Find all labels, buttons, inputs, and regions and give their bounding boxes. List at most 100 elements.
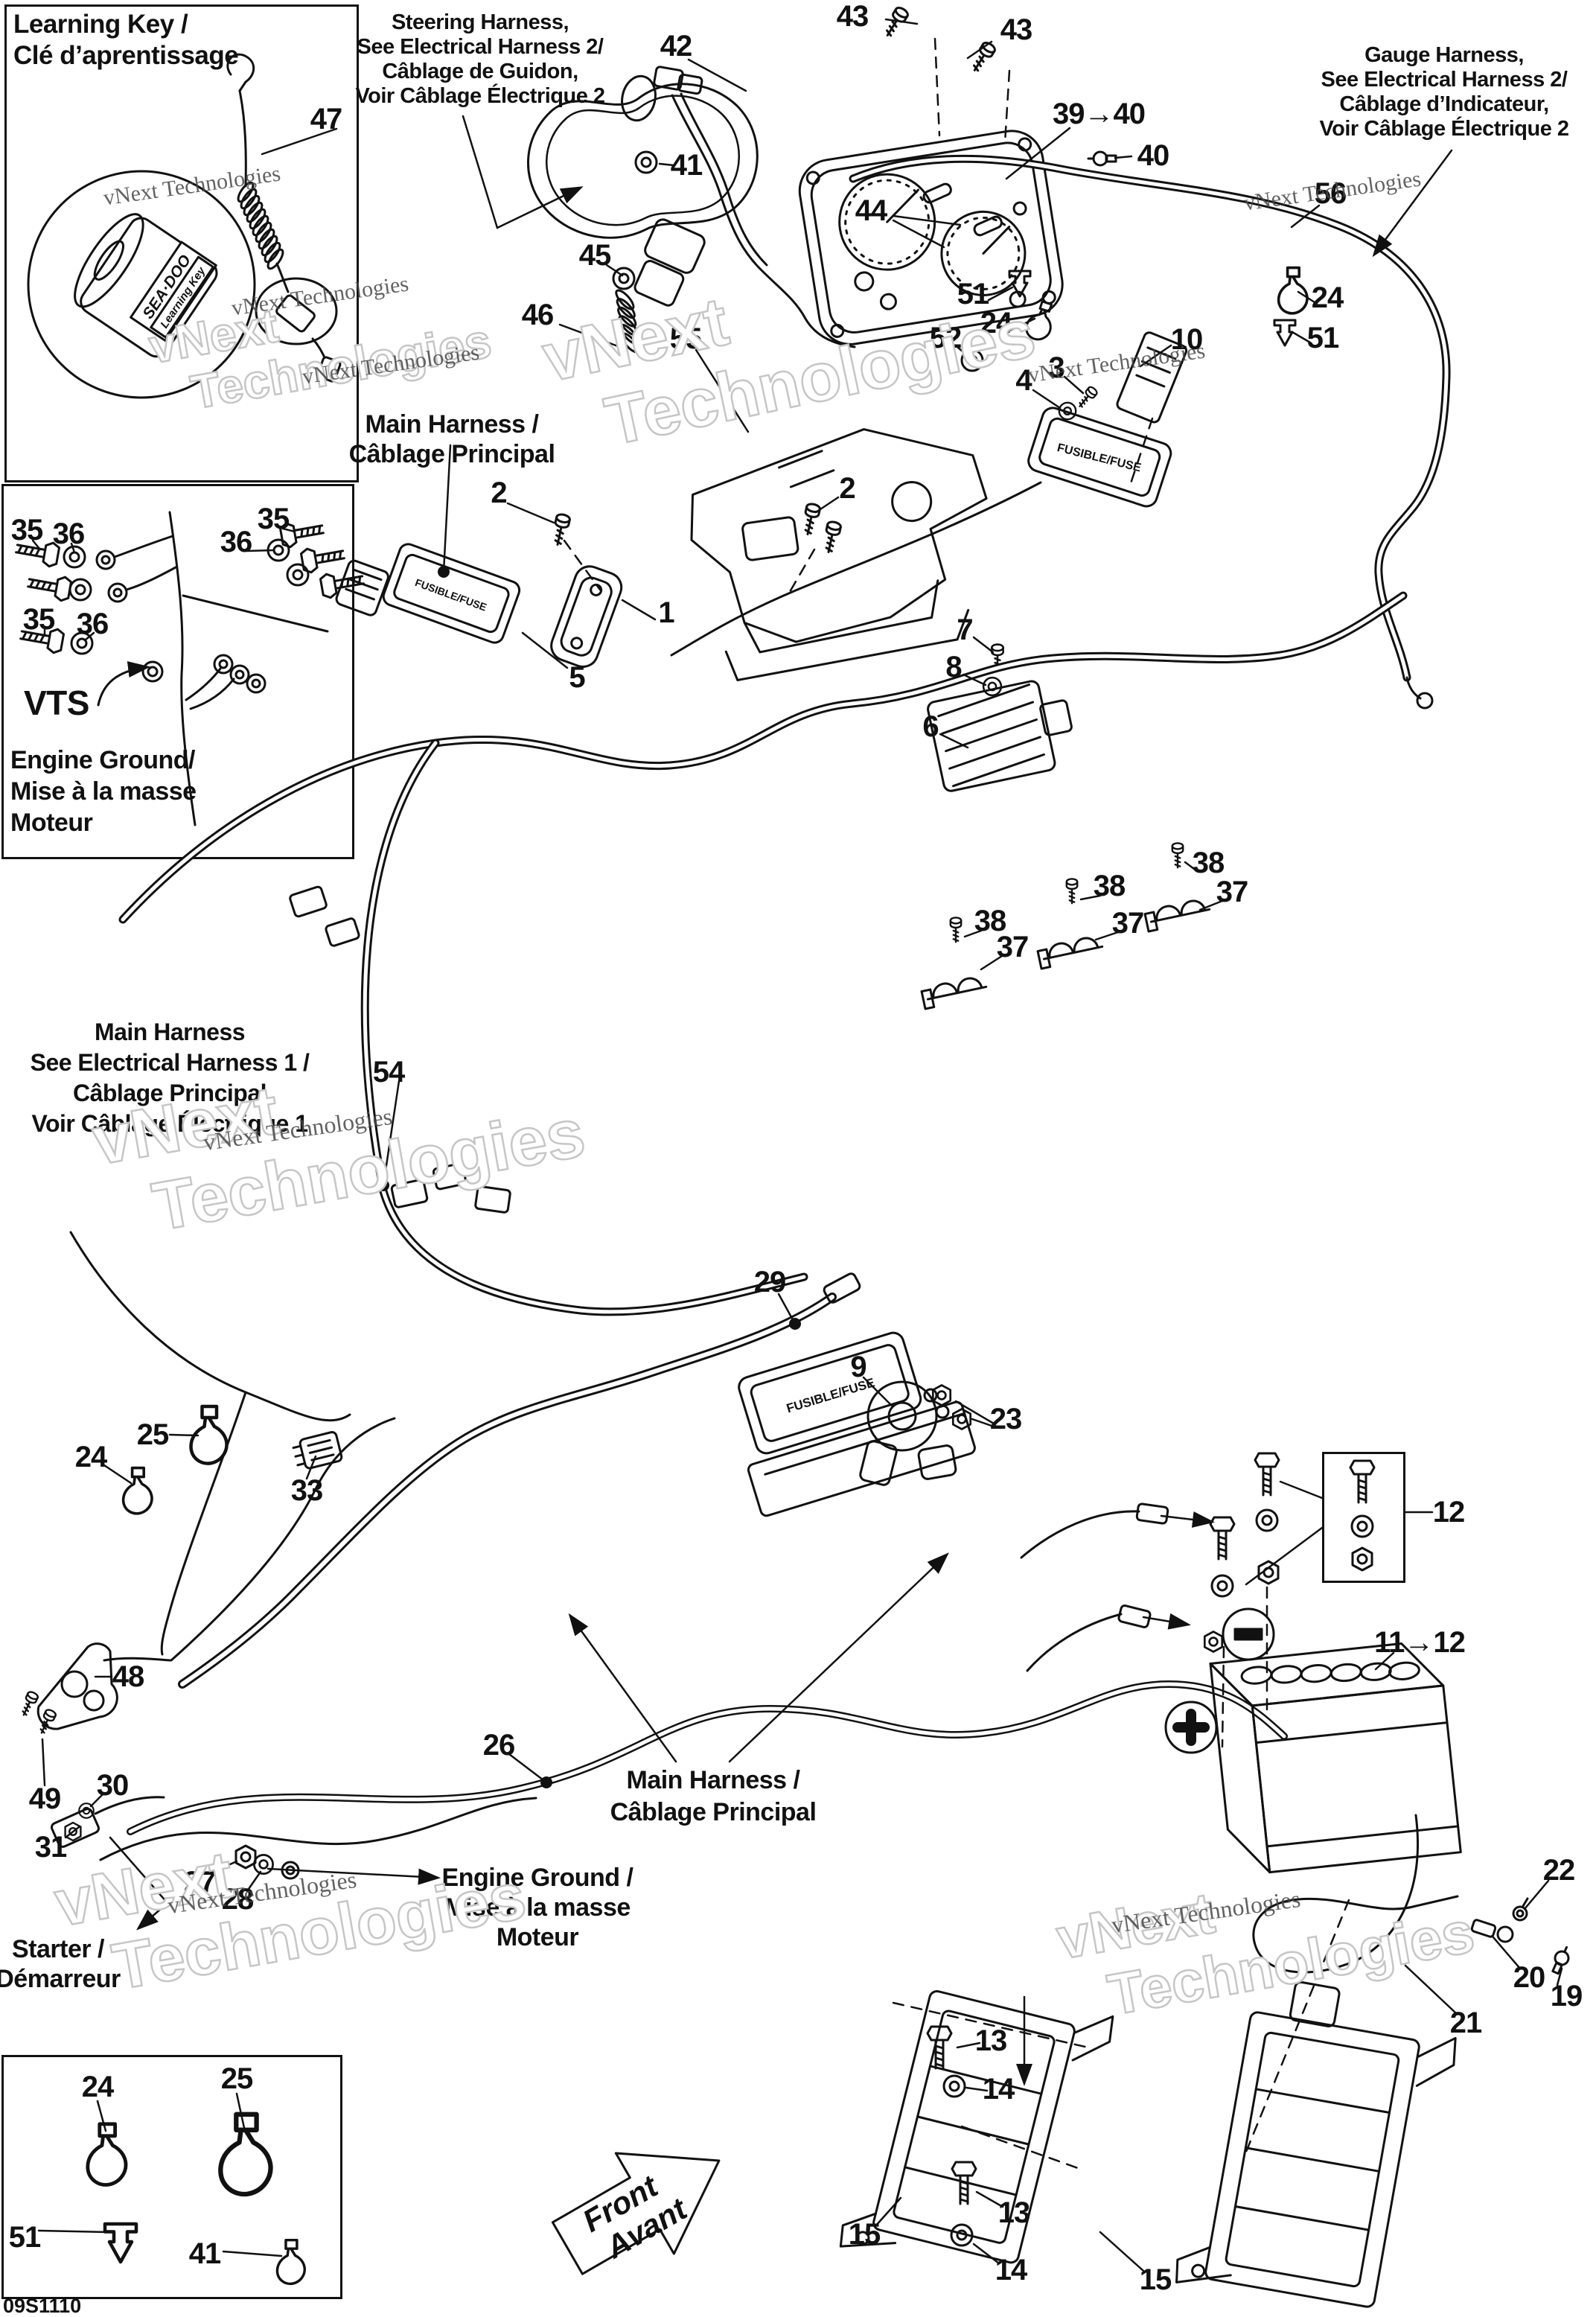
part-callout-2: 2: [839, 472, 855, 505]
vts-label: VTS: [24, 685, 89, 721]
steering-harness-note: Steering Harness,See Electrical Harness …: [355, 10, 605, 109]
starter-terminal: [51, 1796, 165, 1848]
learning-key-lanyard: SEA·DOO Learning Key: [27, 53, 342, 399]
part-callout-24: 24: [980, 307, 1012, 340]
ecm-bracket: [690, 428, 988, 681]
part-callout-14: 14: [982, 2073, 1015, 2106]
part-callout-29: 29: [753, 1266, 786, 1298]
part-callout-6: 6: [922, 710, 939, 743]
part-callout-43: 43: [836, 0, 869, 33]
starter-note: Starter /Démarreur: [0, 1934, 121, 1994]
main-harness-bottom-note-line-1: Câblage Principal: [610, 1798, 817, 1826]
vent-tube: [1252, 1814, 1514, 1974]
dess-post: [36, 1417, 396, 1730]
part-callout-31: 31: [34, 1831, 67, 1864]
part-callout-37: 37: [996, 931, 1029, 963]
part-callout-41: 41: [188, 2237, 221, 2270]
front-direction-arrow: Front Avant: [551, 2152, 721, 2275]
part-callout-33: 33: [290, 1474, 323, 1507]
gauge-harness: [849, 154, 1451, 710]
bottom-harness: [99, 1680, 1288, 1861]
fuse-box-label: FUSIBLE/FUSE: [1056, 442, 1143, 475]
part-callout-38: 38: [1192, 847, 1225, 879]
leader-lines: [31, 18, 1563, 2272]
starter-note-line-0: Starter /: [11, 1935, 105, 1963]
learning-key-title-line-0: Learning Key /: [13, 10, 188, 39]
main-harness-1-note-line-0: Main Harness: [94, 1019, 246, 1045]
part-callout-55: 55: [669, 322, 702, 355]
part-callout-22: 22: [1542, 1854, 1575, 1887]
part-callout-24: 24: [74, 1441, 107, 1473]
part-callout-35: 35: [10, 514, 43, 546]
main-harness-1-note-line-1: See Electrical Harness 1 /: [30, 1049, 310, 1076]
gauge-cluster: [798, 130, 1064, 345]
engine-ground-box-note-line-2: Moteur: [10, 809, 93, 837]
engine-ground-detail: [13, 511, 366, 826]
part-callout-49: 49: [28, 1782, 61, 1815]
part-callout-24: 24: [1311, 281, 1344, 314]
battery-cable-lugs: [1020, 1502, 1169, 1672]
part-callout-3: 3: [1048, 351, 1064, 384]
main-harness-1-note-line-2: Câblage Principal: [72, 1080, 267, 1106]
part-callout-36: 36: [76, 608, 109, 640]
main-harness-bottom-note: Main Harness /Câblage Principal: [610, 1765, 817, 1829]
part-callout-4: 4: [1015, 364, 1032, 397]
part-callout-27: 27: [183, 1866, 216, 1899]
part-callout-40: 40: [1137, 139, 1169, 172]
part-callout-11-12: 11→12: [1374, 1626, 1466, 1659]
sensor-plate: [550, 565, 623, 668]
part-callout-1: 1: [658, 596, 674, 629]
main-harness-top-note-line-1: Câblage Principal: [348, 440, 555, 468]
part-callout-5: 5: [569, 661, 585, 694]
part-callout-56: 56: [1314, 177, 1347, 210]
part-callout-28: 28: [221, 1883, 254, 1916]
engine-ground-bottom-note-line-2: Moteur: [496, 1923, 579, 1951]
part-callout-15: 15: [848, 2218, 881, 2251]
learning-key-title-line-1: Clé d’aprentissage: [13, 41, 239, 70]
leader-arrows: [109, 115, 1453, 2086]
part-callout-38: 38: [1093, 870, 1126, 902]
starter-note-line-1: Démarreur: [0, 1965, 121, 1993]
battery-hardware-box: [1322, 1452, 1405, 1583]
part-callout-51: 51: [957, 278, 989, 310]
part-callout-47: 47: [310, 103, 342, 136]
gauge-dampers: [922, 182, 1003, 237]
steering-harness-note-line-2: Câblage de Guidon,: [382, 60, 578, 83]
part-callout-25: 25: [220, 2062, 253, 2095]
gauge-harness-note-line-3: Voir Câblage Électrique 2: [1319, 117, 1569, 141]
part-callout-39-40: 39→40: [1053, 98, 1146, 130]
engine-ground-box: [1, 484, 354, 859]
part-callout-26: 26: [482, 1729, 515, 1762]
hardware-box: [1, 2055, 342, 2299]
fuse-box-left: FUSIBLE/FUSE: [335, 543, 521, 644]
part-callout-46: 46: [521, 299, 554, 331]
part-callout-25: 25: [136, 1418, 169, 1451]
part-callout-51: 51: [1306, 322, 1339, 354]
steering-harness-note-line-1: See Electrical Harness 2/: [357, 35, 604, 59]
gauge-harness-note-line-2: Câblage d’Indicateur,: [1339, 92, 1549, 116]
part-callout-36: 36: [220, 526, 252, 558]
fuse-box-mid: FUSIBLE/FUSE: [738, 1331, 976, 1517]
gauge-harness-note: Gauge Harness,See Electrical Harness 2/C…: [1319, 43, 1569, 141]
part-callout-15: 15: [1139, 2263, 1172, 2296]
part-callout-13: 13: [998, 2196, 1030, 2229]
battery-tray-left: [839, 1989, 1114, 2264]
part-callout-48: 48: [112, 1660, 144, 1693]
battery-tray-right: [1175, 1980, 1457, 2308]
main-harness-top-note: Main Harness /Câblage Principal: [349, 409, 555, 469]
relay-module: [1116, 331, 1188, 424]
vts-label-line-0: VTS: [24, 683, 89, 722]
gauge-harness-note-line-1: See Electrical Harness 2/: [1321, 68, 1568, 92]
voltage-regulator: [927, 680, 1073, 792]
part-callout-38: 38: [974, 905, 1006, 937]
battery: [1209, 1642, 1462, 1874]
part-callout-37: 37: [1111, 907, 1144, 940]
engine-ground-box-note-line-1: Mise à la masse: [10, 777, 197, 806]
engine-ground-bottom-note-line-1: Mise à la masse: [444, 1893, 631, 1922]
part-callout-12: 12: [1432, 1496, 1465, 1529]
part-callout-45: 45: [578, 239, 611, 272]
connector-33: [292, 1431, 343, 1470]
part-callout-9: 9: [850, 1351, 866, 1383]
